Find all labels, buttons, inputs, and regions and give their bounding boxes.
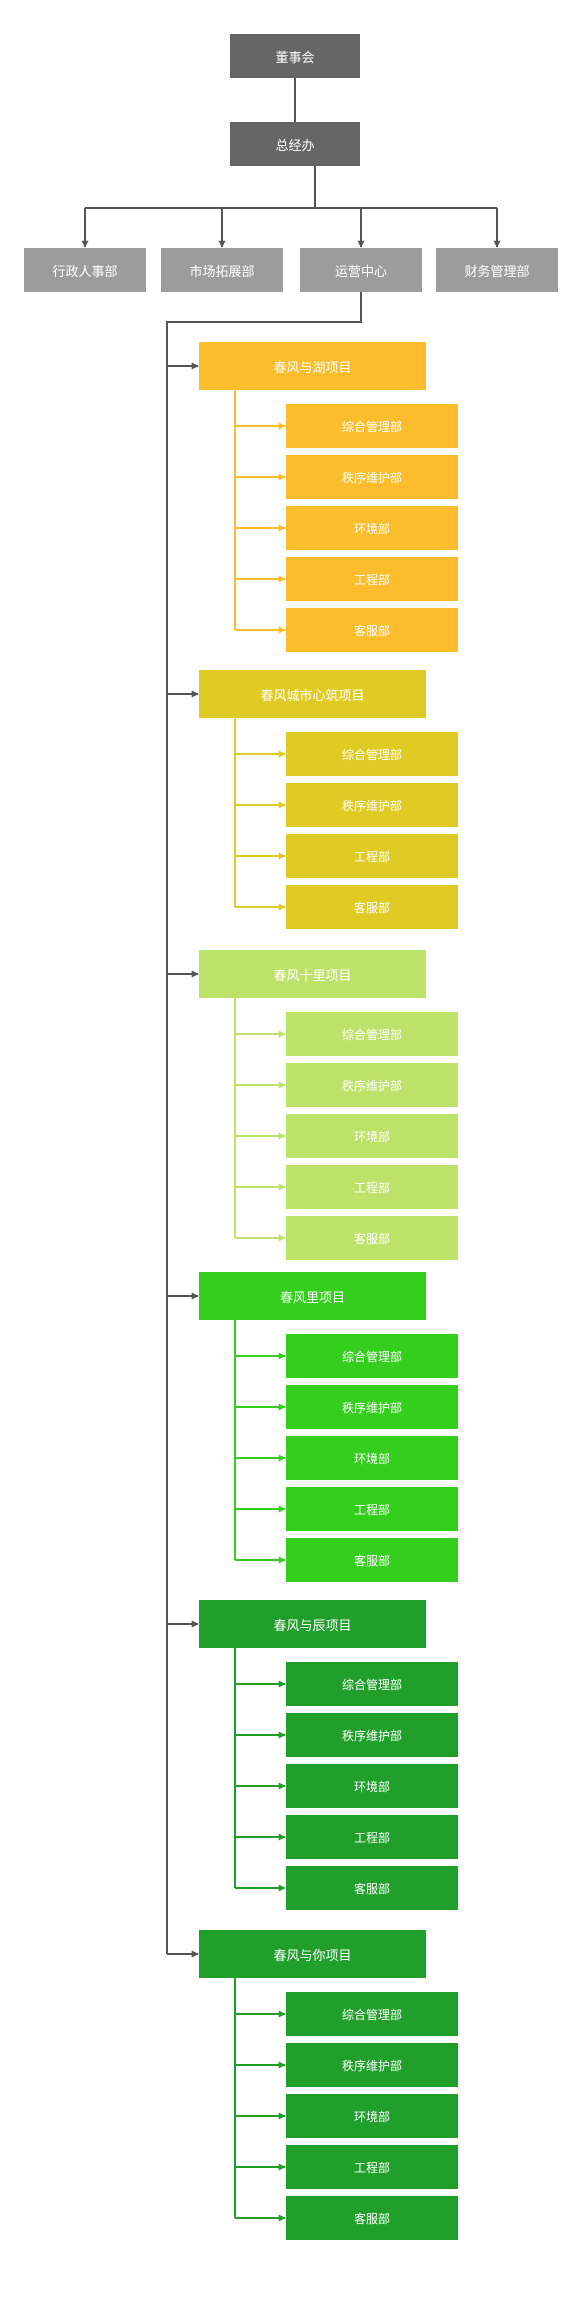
unit-node: 综合管理部 <box>286 404 458 448</box>
unit-node-label: 秩序维护部 <box>341 1400 402 1415</box>
project-node-label: 春风与湖项目 <box>273 360 352 376</box>
unit-node: 秩序维护部 <box>286 2043 458 2087</box>
department-node: 市场拓展部 <box>161 248 283 292</box>
unit-node: 秩序维护部 <box>286 455 458 499</box>
unit-node-label: 综合管理部 <box>341 2007 402 2022</box>
project-node-label: 春风十里项目 <box>273 968 352 984</box>
project-node-label: 春风与你项目 <box>273 1948 352 1964</box>
unit-node-label: 工程部 <box>353 1502 390 1517</box>
unit-node-label: 综合管理部 <box>341 747 402 762</box>
unit-node: 环境部 <box>286 506 458 550</box>
department-node: 财务管理部 <box>436 248 558 292</box>
project-node: 春风里项目 <box>199 1272 426 1320</box>
unit-node: 客服部 <box>286 1216 458 1260</box>
unit-node: 客服部 <box>286 885 458 929</box>
gm-office-node: 总经办 <box>230 122 360 166</box>
unit-node: 综合管理部 <box>286 1334 458 1378</box>
unit-node-label: 秩序维护部 <box>341 470 402 485</box>
unit-node: 客服部 <box>286 2196 458 2240</box>
unit-node-label: 综合管理部 <box>341 1677 402 1692</box>
unit-node-label: 综合管理部 <box>341 1027 402 1042</box>
unit-node-label: 环境部 <box>353 2109 390 2124</box>
unit-node: 工程部 <box>286 557 458 601</box>
unit-node: 综合管理部 <box>286 1992 458 2036</box>
board-node: 董事会 <box>230 34 360 78</box>
unit-node: 客服部 <box>286 608 458 652</box>
department-node-label: 行政人事部 <box>52 264 118 280</box>
unit-node-label: 综合管理部 <box>341 1349 402 1364</box>
unit-node-label: 综合管理部 <box>341 419 402 434</box>
unit-node: 工程部 <box>286 2145 458 2189</box>
unit-node: 秩序维护部 <box>286 1385 458 1429</box>
unit-node: 环境部 <box>286 1764 458 1808</box>
project-node: 春风与辰项目 <box>199 1600 426 1648</box>
unit-node-label: 环境部 <box>353 521 390 536</box>
unit-node-label: 工程部 <box>353 572 390 587</box>
unit-node: 客服部 <box>286 1538 458 1582</box>
unit-node: 综合管理部 <box>286 1012 458 1056</box>
project-node-label: 春风城市心筑项目 <box>260 688 365 704</box>
unit-node: 工程部 <box>286 1815 458 1859</box>
unit-node-label: 工程部 <box>353 849 390 864</box>
project-node: 春风城市心筑项目 <box>199 670 426 718</box>
unit-node-label: 环境部 <box>353 1779 390 1794</box>
unit-node-label: 客服部 <box>353 1553 390 1568</box>
gm-office-node-label: 总经办 <box>275 138 315 154</box>
project-node: 春风与湖项目 <box>199 342 426 390</box>
unit-node: 工程部 <box>286 834 458 878</box>
unit-node: 环境部 <box>286 1436 458 1480</box>
unit-node: 综合管理部 <box>286 1662 458 1706</box>
unit-node-label: 秩序维护部 <box>341 1728 402 1743</box>
unit-node-label: 工程部 <box>353 1830 390 1845</box>
unit-node-label: 秩序维护部 <box>341 1078 402 1093</box>
unit-node: 工程部 <box>286 1487 458 1531</box>
unit-node-label: 客服部 <box>353 623 390 638</box>
unit-node: 客服部 <box>286 1866 458 1910</box>
unit-node: 秩序维护部 <box>286 1713 458 1757</box>
department-node-label: 市场拓展部 <box>189 264 255 280</box>
board-node-label: 董事会 <box>275 50 315 66</box>
department-node-label: 财务管理部 <box>464 264 530 280</box>
unit-node-label: 工程部 <box>353 2160 390 2175</box>
unit-node-label: 工程部 <box>353 1180 390 1195</box>
project-node: 春风十里项目 <box>199 950 426 998</box>
unit-node: 综合管理部 <box>286 732 458 776</box>
connector-ops-down <box>166 292 362 1954</box>
unit-node: 秩序维护部 <box>286 783 458 827</box>
department-node: 行政人事部 <box>24 248 146 292</box>
project-node: 春风与你项目 <box>199 1930 426 1978</box>
unit-node-label: 秩序维护部 <box>341 2058 402 2073</box>
unit-node-label: 客服部 <box>353 1231 390 1246</box>
unit-node: 秩序维护部 <box>286 1063 458 1107</box>
project-node-label: 春风与辰项目 <box>273 1618 352 1634</box>
unit-node: 环境部 <box>286 1114 458 1158</box>
unit-node-label: 客服部 <box>353 900 390 915</box>
department-node-label: 运营中心 <box>334 264 387 280</box>
project-node-label: 春风里项目 <box>279 1290 345 1306</box>
unit-node: 环境部 <box>286 2094 458 2138</box>
department-node: 运营中心 <box>300 248 422 292</box>
unit-node-label: 秩序维护部 <box>341 798 402 813</box>
unit-node-label: 客服部 <box>353 1881 390 1896</box>
unit-node-label: 环境部 <box>353 1129 390 1144</box>
unit-node-label: 环境部 <box>353 1451 390 1466</box>
unit-node: 工程部 <box>286 1165 458 1209</box>
unit-node-label: 客服部 <box>353 2211 390 2226</box>
